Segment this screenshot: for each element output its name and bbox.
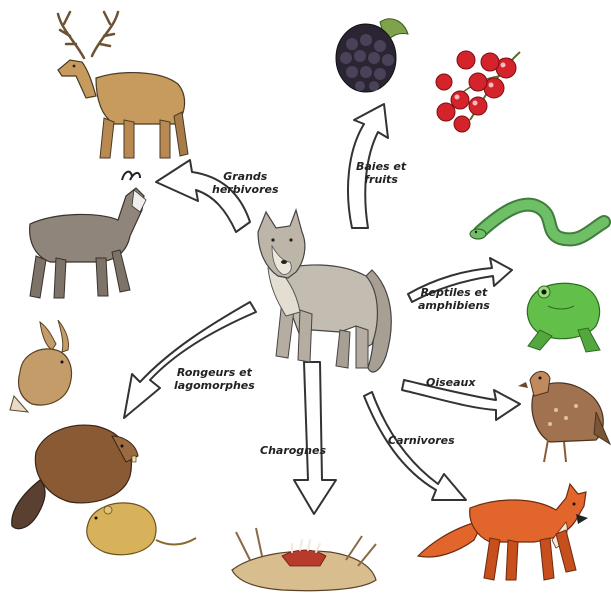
redcurrant-illustration: [436, 51, 520, 132]
label-charognes: Charognes: [260, 444, 326, 457]
label-line: Grands: [212, 170, 279, 183]
vole-illustration: [87, 503, 196, 555]
label-line: Reptiles et: [418, 286, 490, 299]
label-line: amphibiens: [418, 299, 490, 312]
label-reptiles-et-amphibiens: Reptiles et amphibiens: [418, 286, 490, 312]
rabbit-illustration: [10, 320, 71, 412]
label-line: Oiseaux: [426, 376, 475, 389]
label-line: Charognes: [260, 444, 326, 457]
label-carnivores: Carnivores: [388, 434, 455, 447]
label-line: Carnivores: [388, 434, 455, 447]
chamois-illustration: [30, 172, 146, 298]
label-line: fruits: [356, 173, 406, 186]
deer-illustration: [58, 12, 188, 158]
label-line: herbivores: [212, 183, 279, 196]
label-baies-et-fruits: Baies et fruits: [356, 160, 406, 186]
frog-illustration: [527, 283, 600, 352]
arrow-rongeurs-et-lagomorphes: [124, 302, 256, 418]
blackberry-illustration: [336, 19, 408, 92]
label-line: Rongeurs et: [174, 366, 255, 379]
partridge-illustration: [518, 371, 610, 462]
label-line: lagomorphes: [174, 379, 255, 392]
label-oiseaux: Oiseaux: [426, 376, 475, 389]
wolf-illustration: [258, 210, 391, 372]
label-rongeurs-et-lagomorphes: Rongeurs et lagomorphes: [174, 366, 255, 392]
label-line: Baies et: [356, 160, 406, 173]
snake-illustration: [470, 205, 604, 240]
label-grands-herbivores: Grands herbivores: [212, 170, 279, 196]
carcass-illustration: [232, 528, 376, 591]
arrow-charognes: [294, 362, 336, 514]
